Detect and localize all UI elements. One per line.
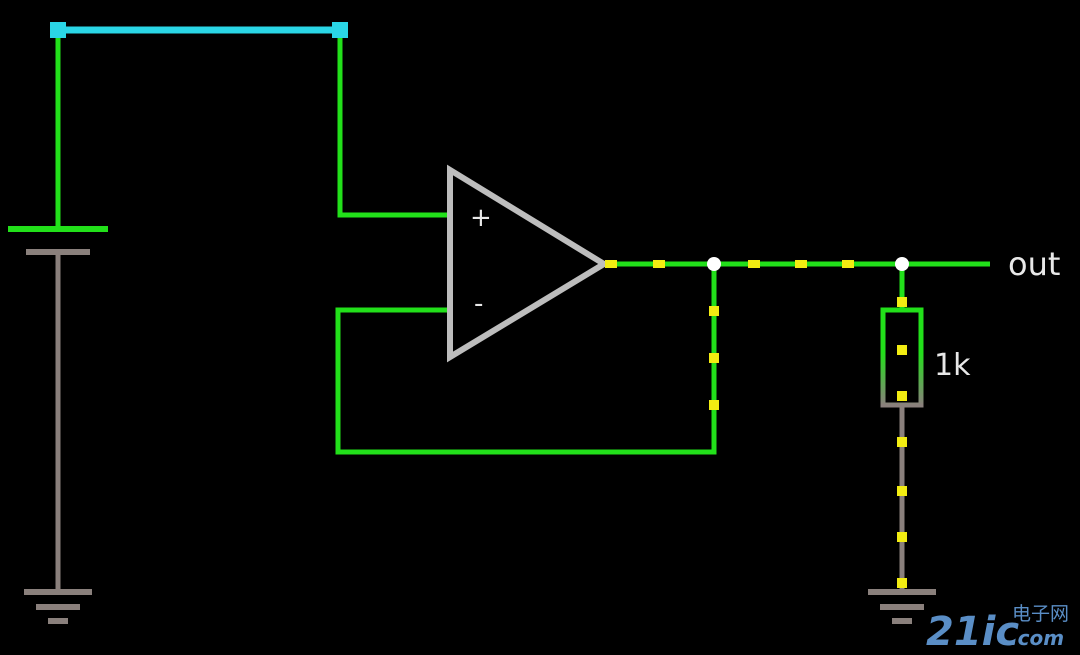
watermark-cn-text: 电子网 xyxy=(1012,603,1069,625)
ground-symbol-left xyxy=(24,589,92,624)
watermark-logo: 21ic 电子网 .com xyxy=(926,603,1069,655)
feedback-wire xyxy=(335,264,717,455)
resistor-value-label: 1k xyxy=(934,348,971,383)
node-top-left xyxy=(50,22,66,38)
output-label: out xyxy=(1008,245,1060,283)
watermark-brand: 21ic xyxy=(926,609,1019,655)
noninverting-input-wire xyxy=(337,38,448,218)
current-dots xyxy=(605,260,907,588)
watermark-domain: .com xyxy=(1010,626,1064,650)
op-amp-plus-label: + xyxy=(470,203,492,233)
junction-node-feedback xyxy=(707,257,721,271)
node-top-right xyxy=(332,22,348,38)
resistor-body xyxy=(880,307,924,408)
junction-node-resistor xyxy=(895,257,909,271)
green-wires xyxy=(55,38,990,455)
ground-symbol-right xyxy=(868,589,936,624)
op-amp-triangle xyxy=(447,164,610,363)
battery xyxy=(8,226,108,592)
resistor: 1k xyxy=(880,307,971,592)
top-wire xyxy=(50,22,348,38)
op-amp-minus-label: - xyxy=(474,289,483,319)
op-amp: + - xyxy=(447,164,610,363)
